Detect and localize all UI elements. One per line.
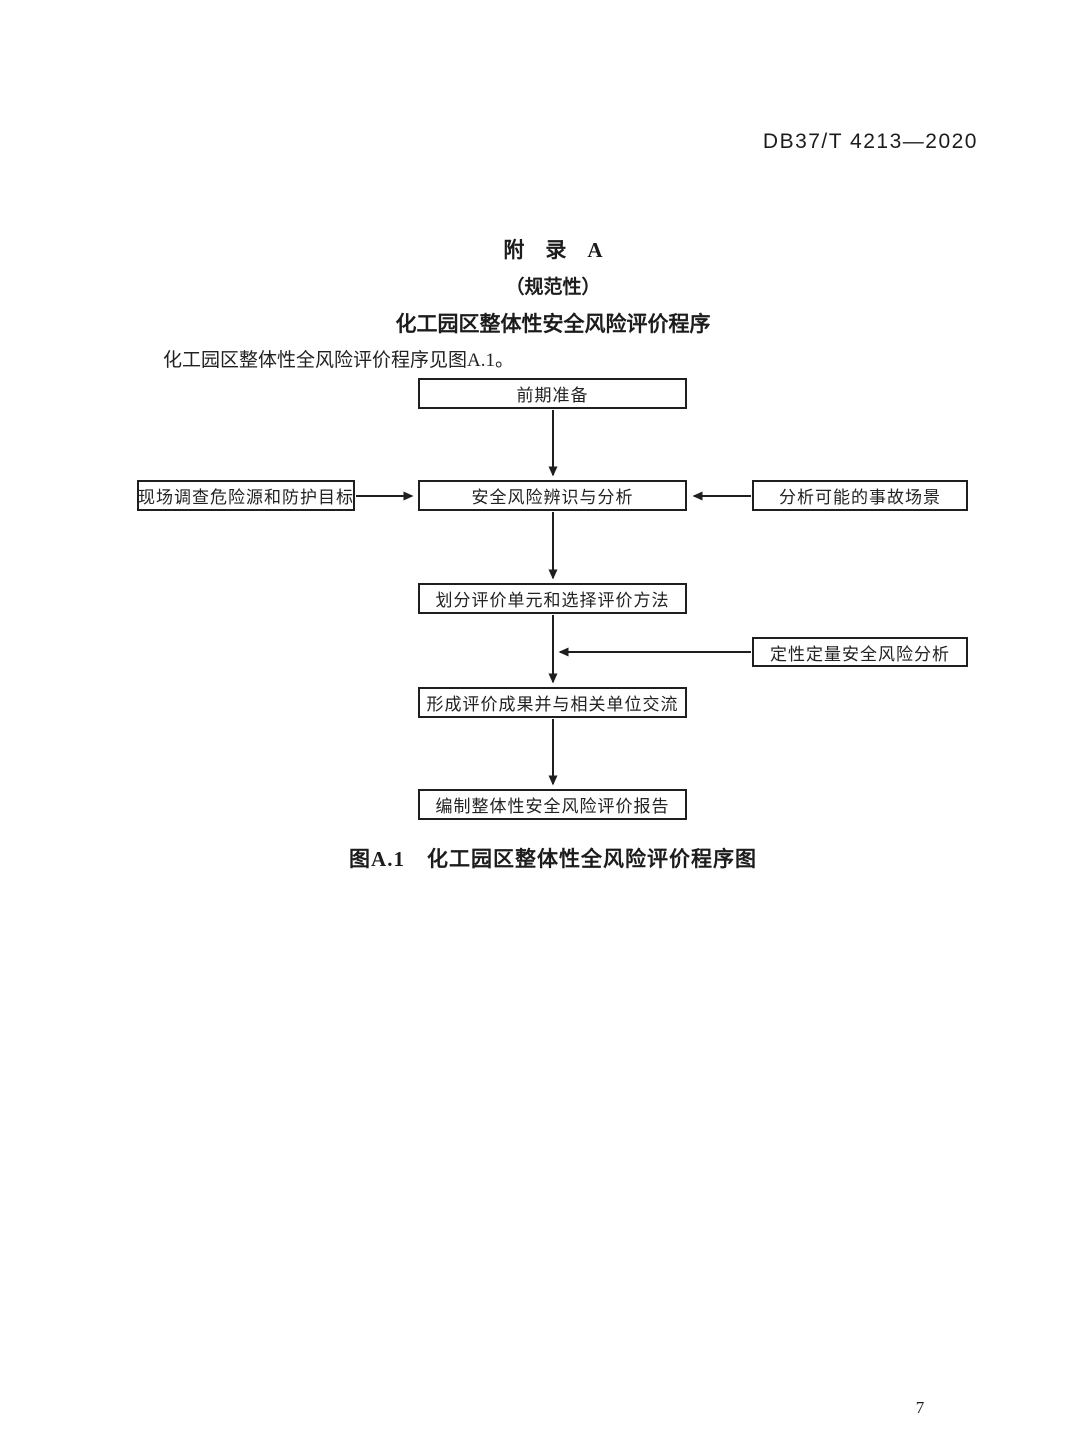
flowchart-node-results-exchange: 形成评价成果并与相关单位交流: [418, 687, 687, 718]
flowchart-node-report-compilation: 编制整体性安全风险评价报告: [418, 789, 687, 820]
flowchart-node-qualitative-quantitative: 定性定量安全风险分析: [752, 637, 968, 667]
figure-caption: 图A.1 化工园区整体性全风险评价程序图: [349, 847, 757, 871]
appendix-subtitle: 化工园区整体性安全风险评价程序: [395, 312, 711, 336]
flowchart-node-risk-identification: 安全风险辨识与分析: [418, 480, 687, 511]
appendix-title-block: 附 录 A （规范性） 化工园区整体性安全风险评价程序: [26, 234, 1080, 338]
flowchart-node-accident-scenarios: 分析可能的事故场景: [752, 480, 968, 511]
flowchart-node-site-survey: 现场调查危险源和防护目标: [137, 480, 355, 511]
appendix-normative-label: （规范性）: [505, 277, 601, 298]
page-number: 7: [915, 1398, 925, 1417]
intro-paragraph: 化工园区整体性全风险评价程序见图A.1。: [163, 350, 514, 371]
flowchart-node-preparation: 前期准备: [418, 378, 687, 409]
appendix-title: 附 录 A: [503, 238, 603, 262]
flowchart-node-unit-division: 划分评价单元和选择评价方法: [418, 583, 687, 614]
doc-number: DB37/T 4213—2020: [762, 130, 978, 153]
